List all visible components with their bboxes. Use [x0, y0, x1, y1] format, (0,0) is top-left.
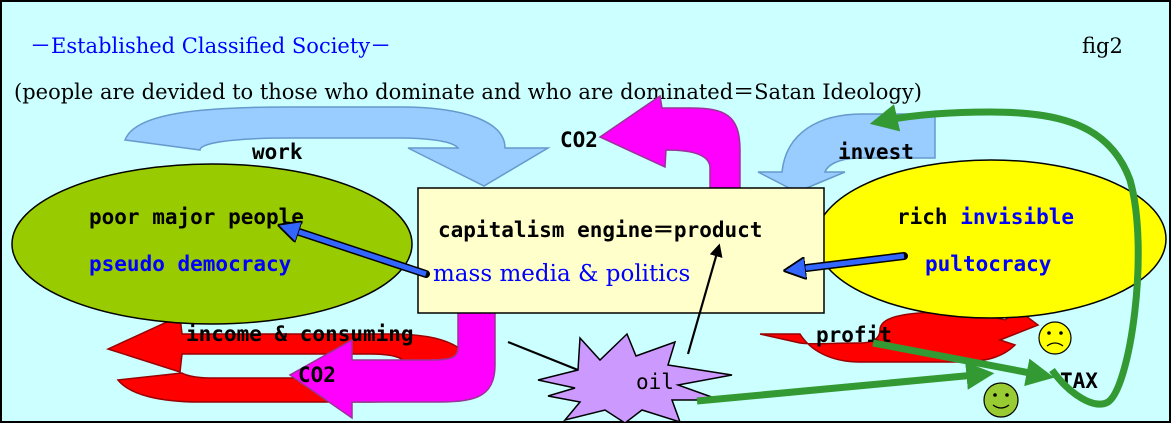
rich-ellipse [815, 159, 1167, 319]
co2-bottom-label: CO2 [298, 363, 336, 387]
rich-to-media-arrow-fill [790, 253, 905, 270]
rich-line1: rich invisible [897, 205, 1074, 229]
work-arrow [123, 106, 551, 187]
engine-line2: mass media & politics [433, 261, 690, 287]
co2-top-arrow [598, 94, 741, 191]
diagram-subtitle: (people are devided to those who dominat… [14, 80, 922, 104]
oil-to-co2-line [507, 340, 579, 372]
rich-line2: pultocracy [925, 252, 1052, 276]
co2-top-label: CO2 [560, 128, 598, 152]
happy-face-icon [983, 382, 1019, 418]
diagram-title: －Established Classified Society－ [30, 34, 391, 58]
invest-label: invest [838, 140, 914, 164]
sad-face-icon [1038, 321, 1072, 355]
invisible-word: invisible [960, 205, 1074, 229]
income-label: income & consuming [186, 322, 414, 346]
poor-line2: pseudo democracy [89, 252, 292, 276]
work-label: work [252, 140, 303, 164]
engine-box [417, 187, 825, 314]
poor-line1: poor major people [89, 205, 304, 229]
media-to-poor-arrow-fill [284, 227, 427, 277]
rich-word: rich [897, 205, 960, 229]
tax-to-invest-arrow [869, 104, 1142, 408]
oil-to-engine-arrow [686, 243, 723, 355]
oil-to-tax-arrow [696, 361, 995, 405]
figure-label: fig2 [1082, 34, 1123, 58]
poor-ellipse [11, 163, 413, 325]
oil-label: oil [636, 370, 674, 394]
oil-star [537, 332, 733, 424]
profit-to-tax-arrow [872, 339, 1055, 387]
engine-line1: capitalism engine＝product [438, 218, 762, 242]
co2-bottom-arrow [288, 311, 496, 420]
